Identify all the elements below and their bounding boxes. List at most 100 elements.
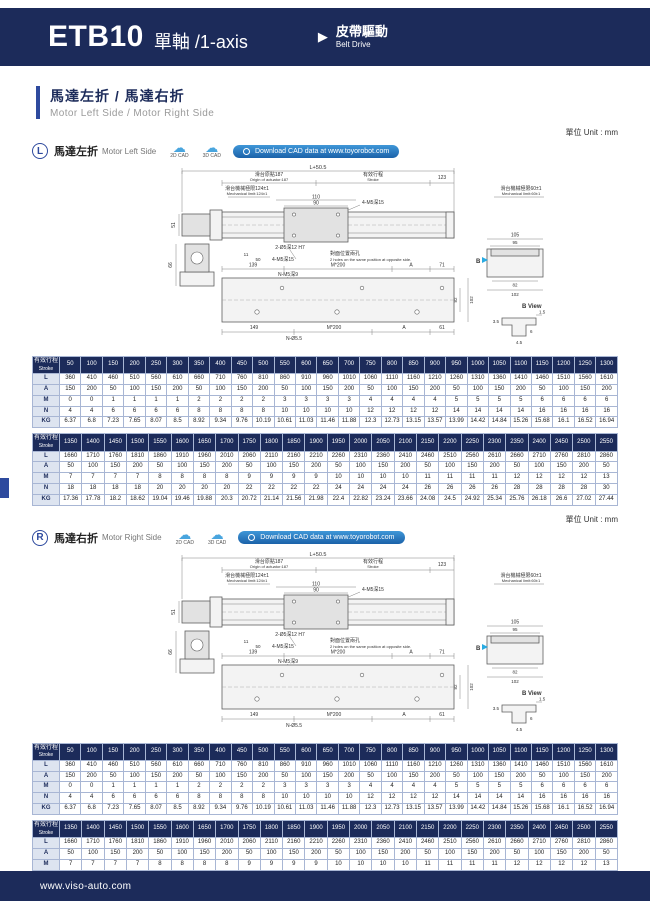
pitch-top: M*200	[331, 649, 346, 655]
value-cell: 1660	[58, 837, 83, 849]
stroke-value-cell: 250	[144, 355, 168, 375]
value-cell: 16.1	[552, 416, 575, 429]
download-cad-button[interactable]: Download CAD data at www.toyorobot.com	[238, 531, 405, 545]
value-cell: 10	[393, 858, 418, 871]
value-cell: 7	[58, 472, 83, 484]
value-cell: 6	[573, 394, 597, 407]
value-cell: 24	[371, 482, 395, 495]
cad-3d-button[interactable]: ☁ 3D CAD	[208, 528, 226, 546]
value-cell: 1910	[170, 450, 194, 463]
value-cell: 100	[349, 847, 373, 860]
value-cell: 10	[273, 792, 296, 805]
value-cell: 3	[316, 394, 339, 407]
value-cell: 12	[380, 405, 404, 418]
value-cell: 50	[101, 770, 125, 783]
value-cell: 1	[166, 781, 189, 794]
stroke-value-cell: 550	[273, 355, 296, 375]
value-cell: 50	[326, 461, 351, 474]
value-cell: 12	[359, 792, 382, 805]
dim-90: 90	[313, 201, 319, 207]
stroke-value-cell: 2300	[482, 433, 507, 452]
value-cell: 9	[259, 858, 284, 871]
cad-2d-label: 2D CAD	[175, 539, 194, 546]
value-cell: 150	[192, 847, 217, 860]
value-cell: 8	[170, 472, 194, 484]
value-cell: 3	[337, 394, 361, 407]
value-cell: 7	[58, 858, 83, 871]
tap-side-callout: 4-M5深15	[272, 256, 294, 263]
value-cell: 2560	[460, 450, 484, 463]
value-cell: 14.42	[466, 803, 490, 815]
cad-2d-button[interactable]: ☁ 2D CAD	[170, 141, 188, 159]
value-cell: 11.03	[294, 803, 318, 815]
value-cell: 6	[166, 792, 189, 805]
hole-n-callout: N-Ø5.5	[286, 723, 302, 729]
value-cell: 2260	[326, 837, 351, 849]
cs-dim-102: 102	[511, 679, 519, 684]
stroke-value-cell: 1050	[488, 355, 511, 375]
value-cell: 6	[595, 394, 618, 407]
value-cell: 200	[304, 847, 328, 860]
value-cell: 50	[530, 770, 554, 783]
download-icon	[248, 534, 256, 542]
value-cell: 16	[530, 792, 554, 805]
cad-2d-button[interactable]: ☁ 2D CAD	[175, 528, 194, 546]
value-cell: 50	[148, 461, 172, 474]
stroke-value-cell: 2100	[393, 433, 418, 452]
value-cell: 6.8	[80, 416, 103, 429]
value-cell: 1310	[466, 759, 490, 772]
value-cell: 50	[187, 770, 211, 783]
value-cell: 13	[594, 472, 618, 484]
opposite-holes-en: 2 holes on the same position at opposite…	[330, 644, 411, 649]
row-label-cell: M	[32, 472, 60, 484]
value-cell: 2710	[527, 837, 551, 849]
value-cell: 14.84	[488, 416, 511, 429]
stroke-value-cell: 700	[337, 355, 361, 375]
value-cell: 2510	[438, 450, 462, 463]
download-icon	[242, 147, 250, 155]
value-cell: 200	[393, 847, 418, 860]
cad-3d-label: 3D CAD	[202, 153, 221, 159]
value-cell: 10	[349, 472, 373, 484]
value-cell: 4	[402, 394, 425, 407]
value-cell: 2760	[549, 450, 574, 463]
value-cell: 11	[482, 858, 507, 871]
value-cell: 12	[527, 858, 551, 871]
stroke-value-cell: 1400	[81, 433, 105, 452]
model-name: ETB10	[48, 20, 144, 53]
stroke-value-cell: 100	[80, 355, 103, 375]
value-cell: 16.94	[595, 416, 618, 429]
value-cell: 1	[123, 781, 146, 794]
value-cell: 4	[402, 781, 425, 794]
value-cell: 560	[144, 759, 168, 772]
cs-dim-105: 105	[511, 233, 520, 239]
cs-dim-102: 102	[511, 292, 519, 297]
value-cell: 150	[371, 847, 395, 860]
value-cell: 10.19	[252, 803, 275, 815]
value-cell: 16.1	[552, 803, 575, 815]
stroke-value-cell: 50	[58, 742, 82, 761]
limit-left-en: Mechanical limit:124±1	[227, 191, 268, 196]
stroke-value-cell: 1550	[148, 433, 172, 452]
value-cell: 1160	[402, 373, 425, 386]
value-cell: 7	[125, 472, 150, 484]
section-b-mark: B	[476, 259, 481, 265]
section-heading: 馬達左折 / 馬達右折 Motor Left Side / Motor Righ…	[36, 86, 650, 119]
value-cell: 410	[80, 759, 103, 772]
value-cell: 9	[304, 472, 328, 484]
value-cell: 7.65	[123, 803, 146, 815]
value-cell: 13.15	[402, 803, 425, 815]
dim-origin-en: Origin of actuator:187	[250, 177, 289, 182]
download-cad-button[interactable]: Download CAD data at www.toyorobot.com	[232, 144, 400, 158]
value-cell: 1810	[125, 450, 150, 463]
value-cell: 200	[572, 461, 596, 474]
cad-3d-button[interactable]: ☁ 3D CAD	[202, 141, 221, 159]
value-cell: 150	[192, 461, 217, 474]
value-cell: 3	[273, 781, 296, 794]
value-cell: 8.07	[144, 416, 168, 429]
dim-50: 50	[255, 644, 261, 649]
value-cell: 1260	[445, 373, 468, 386]
value-cell: 1560	[573, 373, 597, 386]
